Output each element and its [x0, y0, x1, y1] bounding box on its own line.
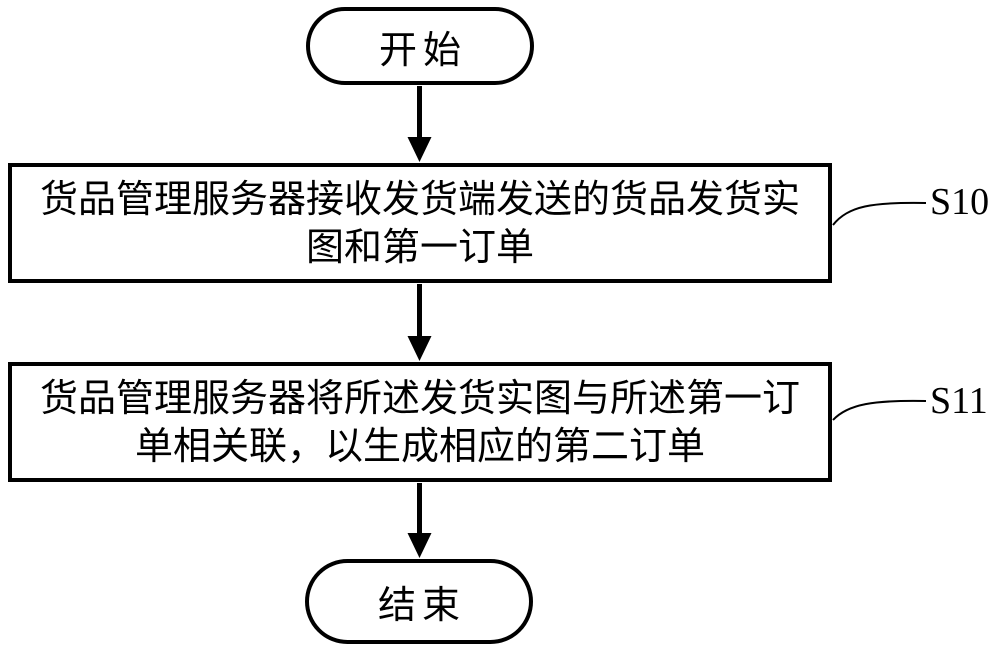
- process-box-s10: 货品管理服务器接收发货端发送的货品发货实 图和第一订单: [8, 163, 832, 283]
- arrow-s10-to-s11: [407, 284, 432, 361]
- step-label-s10: S10: [930, 181, 990, 223]
- process-s11-text-line1: 货品管理服务器将所述发货实图与所述第一订: [39, 376, 800, 420]
- leader-line-s10: [832, 201, 927, 226]
- end-terminal-label: 结束: [377, 583, 466, 627]
- step-label-s11: S11: [930, 380, 988, 422]
- start-terminal-label: 开始: [378, 27, 467, 72]
- end-terminal: 结束: [305, 559, 533, 644]
- start-terminal: 开始: [306, 7, 534, 85]
- process-s10-text-line1: 货品管理服务器接收发货端发送的货品发货实: [39, 177, 800, 221]
- arrow-start-to-s10: [407, 86, 432, 162]
- arrow-s11-to-end: [407, 483, 432, 558]
- leader-line-s11: [832, 399, 927, 421]
- process-s10-text-line2: 图和第一订单: [305, 225, 534, 269]
- process-box-s11: 货品管理服务器将所述发货实图与所述第一订 单相关联，以生成相应的第二订单: [8, 362, 832, 482]
- process-s11-text-line2: 单相关联，以生成相应的第二订单: [134, 424, 705, 468]
